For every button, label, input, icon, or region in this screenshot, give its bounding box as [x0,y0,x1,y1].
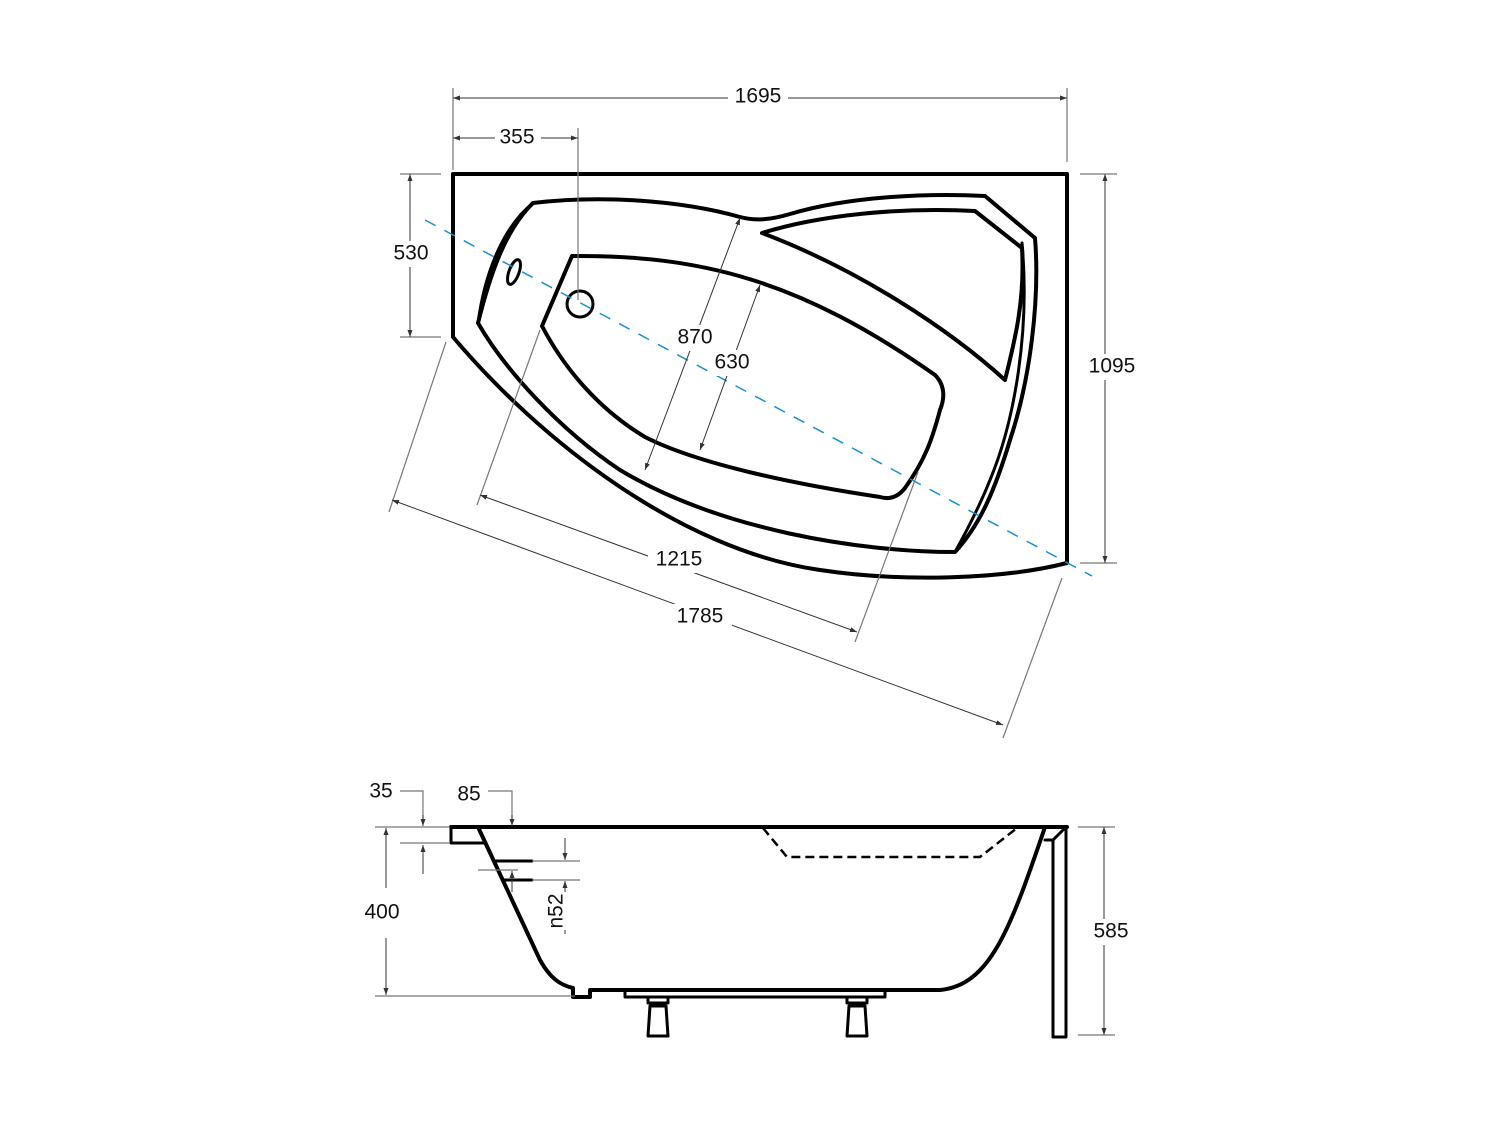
frame [623,988,887,999]
basin-profile [476,825,1047,999]
dim-basin-length: 1215 [656,548,703,571]
dim-rim-edge: 85 [457,783,480,806]
foot-left [646,995,670,1038]
dim-rim-thickness: 35 [369,780,392,803]
drain-icon [565,289,595,319]
foot-right [845,995,869,1038]
tub-left-edge [476,201,535,325]
dim-overall-depth: 1095 [1089,355,1136,378]
dim-overall-width: 1695 [735,85,782,108]
basin-outline [540,253,946,501]
dim-basin-width: 630 [714,351,749,374]
tub-rim-outline [476,192,1039,554]
rim-lip [449,825,488,845]
centerline [424,219,1093,577]
dim-diagonal-length: 1785 [677,605,724,628]
backrest-dashed [762,827,1018,859]
dim-rim-width: 870 [677,326,712,349]
dim-left-depth: 530 [393,242,428,265]
dim-drain-offset: 355 [499,126,534,149]
backrest-outline [760,208,1025,382]
elevation-view: 35 85 400 n52 585 [364,780,1136,1039]
tub-rim-inner-edge [953,241,1026,554]
apron-panel [1043,825,1068,1039]
dim-depth: 400 [364,901,399,924]
dim-total-height: 585 [1093,920,1128,943]
dim-overflow-height: n52 [545,893,568,928]
overflow-icon [506,258,522,286]
plan-view: 1695 355 530 1095 1785 1215 870 [388,85,1142,739]
